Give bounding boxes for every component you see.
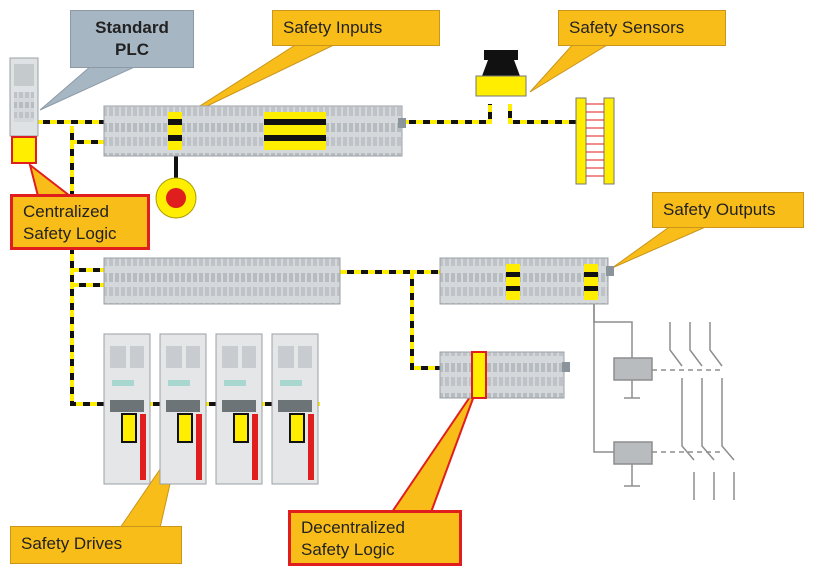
decentralized-safety-logic-line-2: Safety Logic xyxy=(301,540,395,559)
standard-plc-controller xyxy=(9,57,39,164)
safety-relay-circuit xyxy=(593,304,735,500)
standard-plc-label-line-1: Standard xyxy=(95,18,169,37)
centralized-safety-logic-callout: Centralized Safety Logic xyxy=(10,194,150,250)
safety-drives-callout: Safety Drives xyxy=(10,526,182,564)
centralized-safety-logic-line-1: Centralized xyxy=(23,202,109,221)
safety-outputs-label: Safety Outputs xyxy=(663,200,776,219)
safety-drive-1 xyxy=(103,333,151,485)
safety-drives xyxy=(103,333,319,485)
decentralized-safety-logic-callout: Decentralized Safety Logic xyxy=(288,510,462,566)
safety-drive-3 xyxy=(215,333,263,485)
safety-outputs-callout: Safety Outputs xyxy=(652,192,804,228)
safety-sensor-switch xyxy=(475,50,527,97)
safety-light-curtain xyxy=(575,97,615,185)
emergency-stop-button xyxy=(155,177,197,219)
safety-drives-label: Safety Drives xyxy=(21,534,123,553)
decentralized-safety-io-rack xyxy=(439,351,570,399)
safety-outputs-io-rack xyxy=(439,257,614,305)
safety-inputs-callout: Safety Inputs xyxy=(272,10,440,46)
safety-sensors-label: Safety Sensors xyxy=(569,18,685,37)
middle-io-rack xyxy=(103,257,341,305)
decentralized-safety-logic-line-1: Decentralized xyxy=(301,518,405,537)
centralized-safety-logic-line-2: Safety Logic xyxy=(23,224,117,243)
safety-inputs-io-rack xyxy=(103,105,406,157)
standard-plc-callout: Standard PLC xyxy=(70,10,194,68)
standard-plc-label-line-2: PLC xyxy=(115,40,149,59)
safety-drive-4 xyxy=(271,333,319,485)
safety-inputs-label: Safety Inputs xyxy=(283,18,383,37)
safety-drive-2 xyxy=(159,333,207,485)
safety-sensors-callout: Safety Sensors xyxy=(558,10,726,46)
